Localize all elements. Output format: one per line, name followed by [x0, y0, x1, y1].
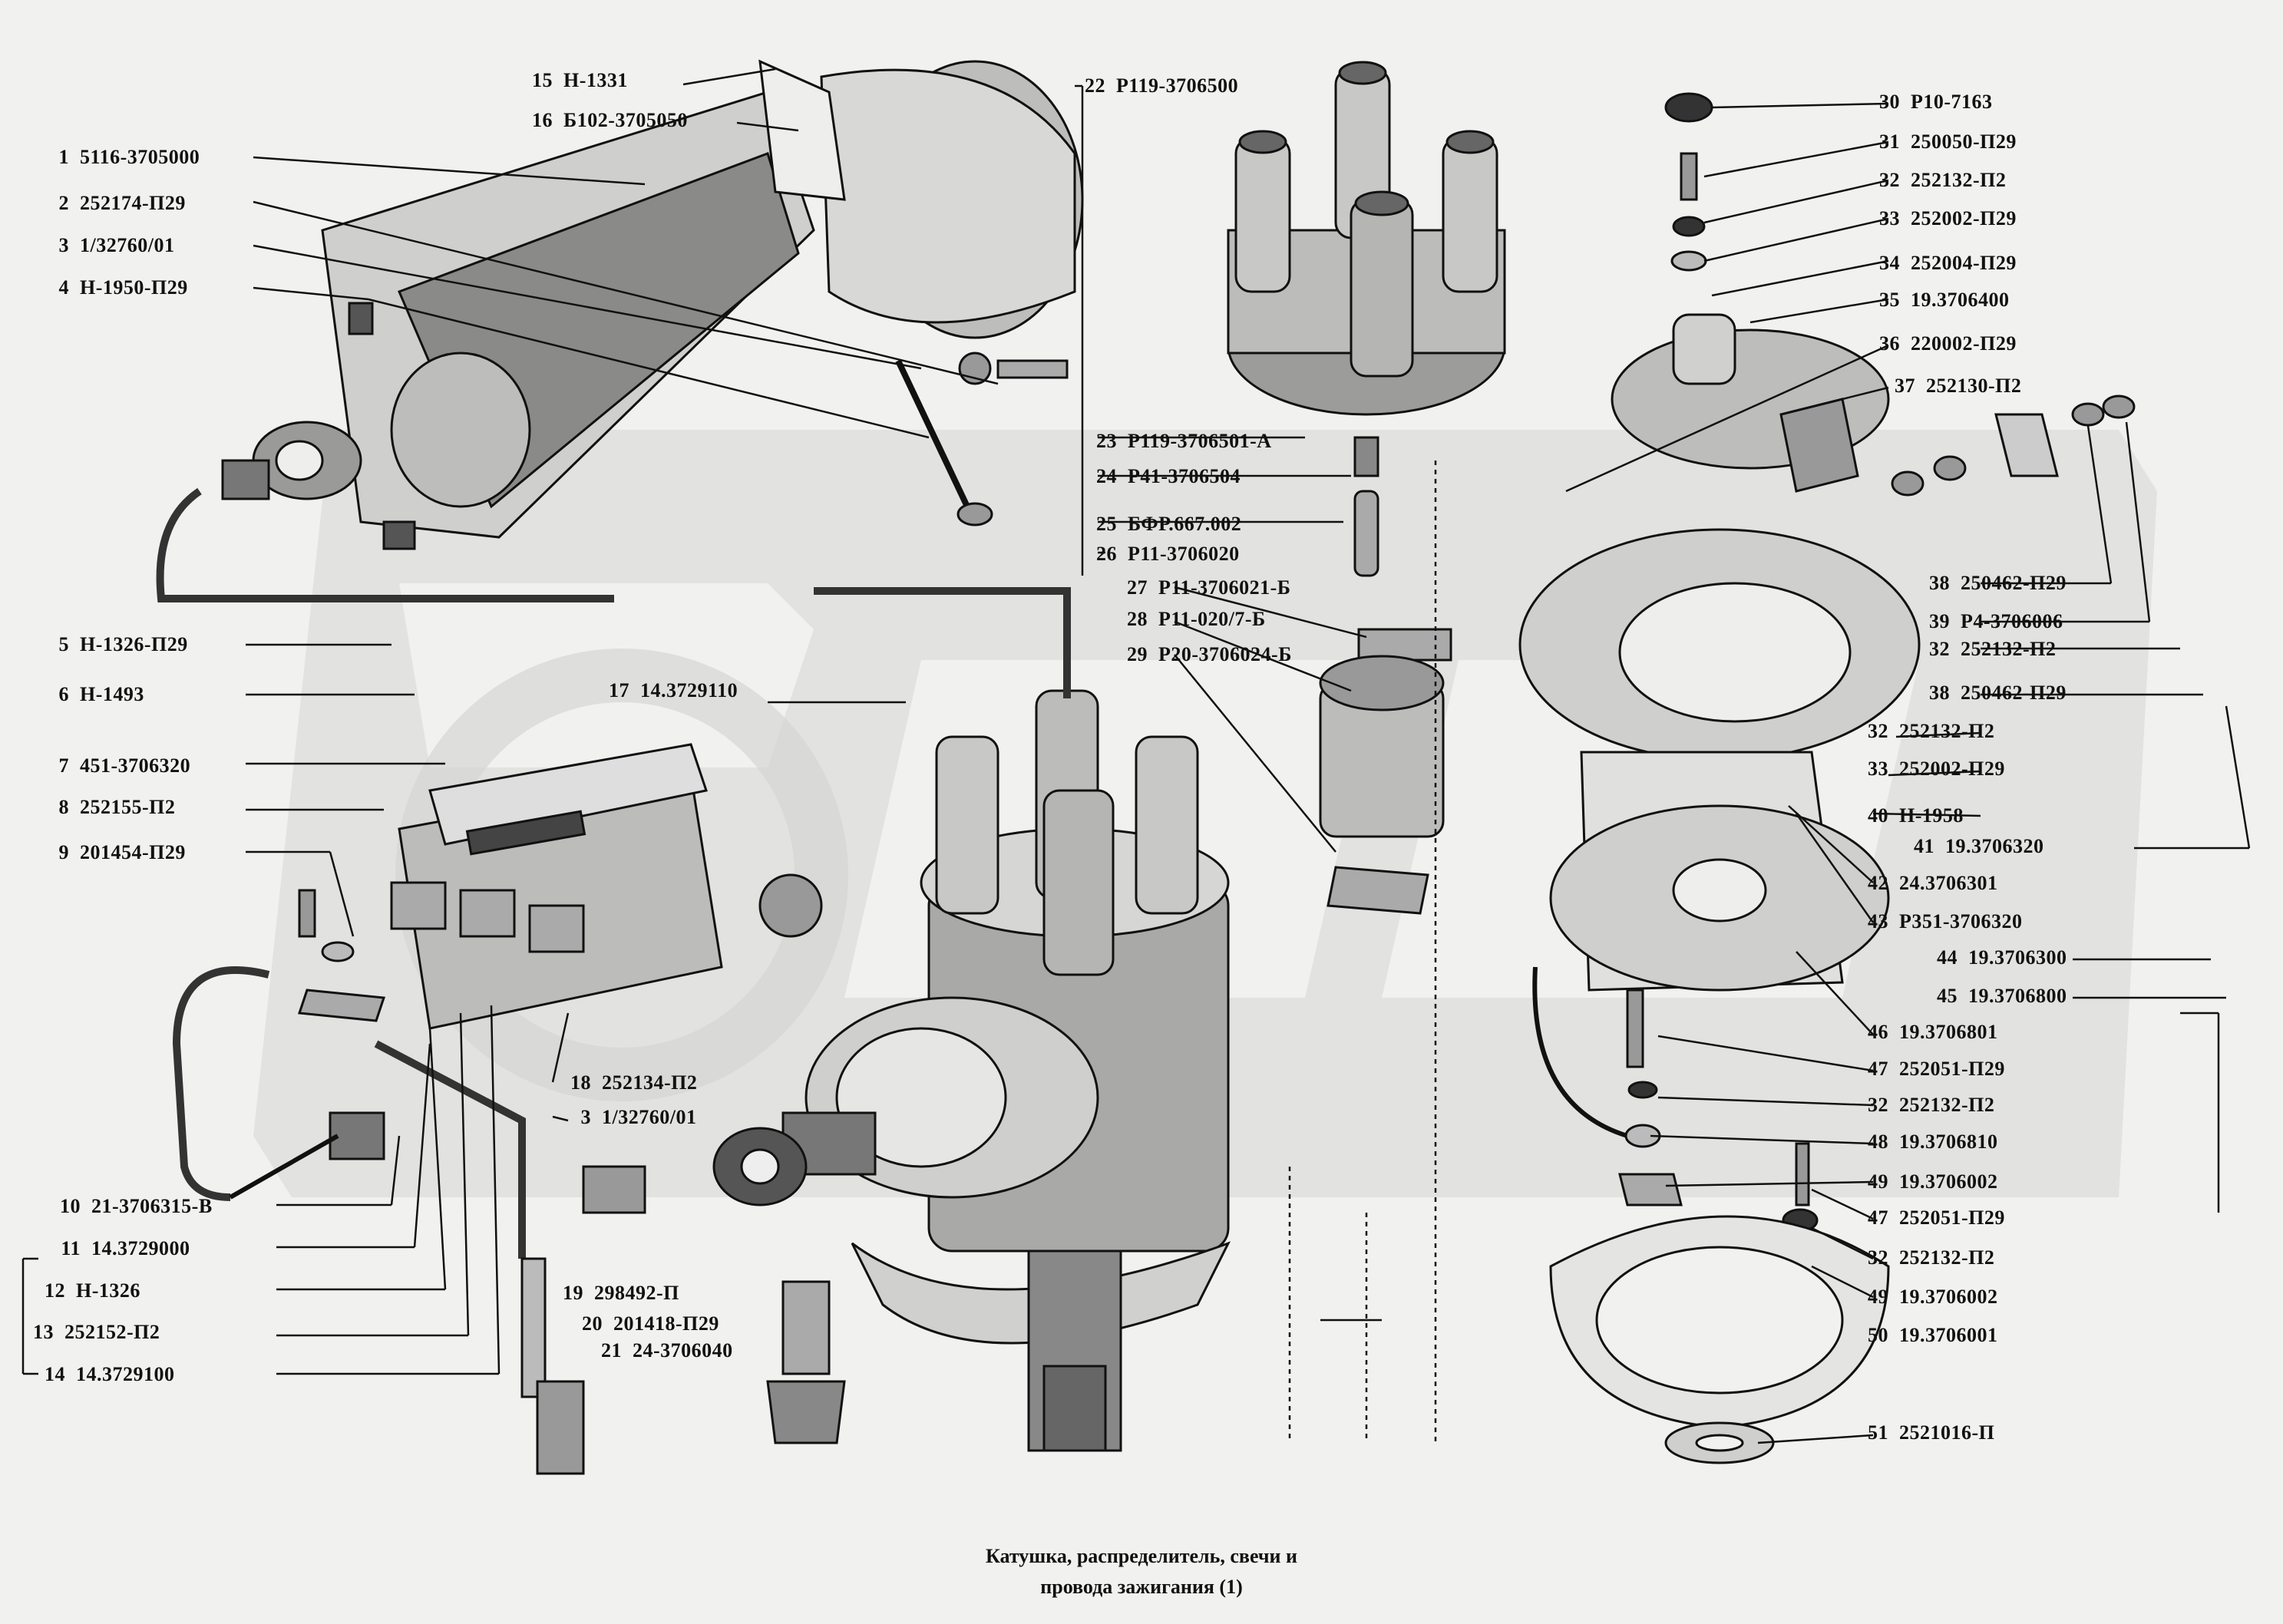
distributor-body	[712, 587, 1231, 1452]
switch-module	[172, 743, 846, 1475]
leader-lines	[21, 68, 2251, 1444]
figure-caption-line-1: Катушка, распределитель, свечи и	[986, 1545, 1297, 1567]
ignition-coil	[156, 59, 1084, 602]
distributor-cap-top	[1227, 61, 1506, 577]
breaker-plate-assembly	[1518, 92, 2136, 1464]
rotor-parts	[1319, 628, 1452, 915]
figure-caption-line-2: провода зажигания (1)	[1040, 1576, 1243, 1598]
